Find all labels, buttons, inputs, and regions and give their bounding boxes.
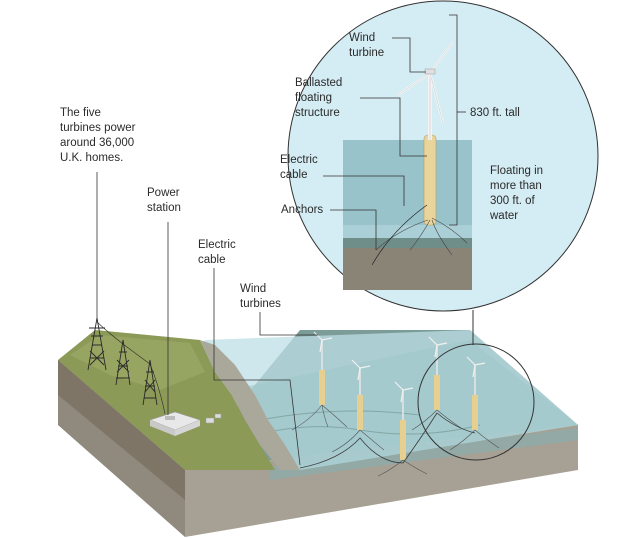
turbine-4 — [411, 336, 462, 431]
transmission-pylons — [87, 317, 166, 415]
leader-anchors — [330, 209, 377, 250]
label-electric-cable: Electric cable — [198, 239, 236, 266]
label-height: 830 ft. tall — [470, 107, 520, 119]
detail-inset — [287, 0, 599, 312]
water-front-glass — [270, 428, 578, 480]
turbine-1 — [291, 331, 348, 431]
coastline-land — [58, 330, 300, 500]
coastal-cliff — [200, 340, 300, 470]
label-wind-turbines: Wind turbines — [240, 283, 281, 310]
inset-seabed-front — [343, 238, 472, 290]
land-soil-side — [58, 360, 185, 500]
zoom-circle — [417, 343, 535, 461]
inset-water-body — [343, 140, 472, 238]
wind-turbines-farm — [291, 331, 500, 477]
label-homes-powered: The five turbines power around 36,000 U.… — [60, 107, 136, 164]
height-bracket — [449, 14, 458, 226]
inset-float — [423, 134, 437, 226]
inset-moorings — [375, 217, 468, 256]
turbine-3 — [377, 381, 428, 477]
label-water-depth: Floating in more than 300 ft. of water — [490, 165, 544, 222]
leader-wind-turbines — [259, 312, 318, 336]
leader-inset-turbine — [392, 37, 426, 73]
leader-electric-cable — [213, 268, 301, 466]
power-lines — [96, 321, 166, 415]
inset-seabed-top — [343, 238, 472, 248]
power-station-building — [149, 411, 222, 436]
pylon-2 — [115, 339, 131, 386]
label-anchors: Anchors — [281, 204, 324, 216]
inset-cable — [371, 204, 428, 266]
seabed-block — [58, 330, 578, 537]
leader-lines — [96, 37, 466, 466]
turbine-5 — [449, 356, 500, 451]
label-power-station: Power station — [147, 187, 181, 214]
leader-ballasted — [360, 97, 427, 157]
water-body — [230, 340, 578, 470]
turbine-2 — [331, 359, 385, 453]
land-grass-highlight — [70, 335, 205, 390]
leader-inset-cable — [323, 175, 405, 206]
label-inset-wind-turbine: Wind turbine — [349, 32, 385, 59]
label-inset-electric-cable: Electric cable — [280, 154, 318, 181]
pylon-1 — [87, 317, 107, 371]
export-cable — [299, 412, 476, 469]
pylon-3 — [142, 359, 158, 406]
block-front-face — [185, 425, 578, 537]
label-ballasted-structure: Ballasted floating structure — [295, 77, 343, 119]
